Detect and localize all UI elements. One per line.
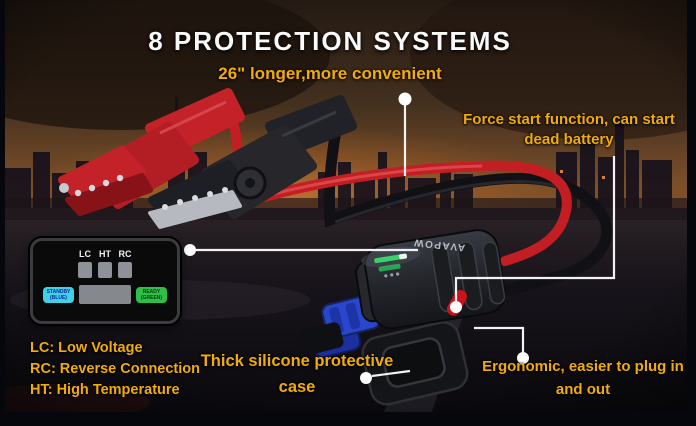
- legend-reverse-connection: RC: Reverse Connection: [30, 361, 201, 377]
- ready-badge-line2: (GREEN): [140, 294, 163, 301]
- status-display-bar: [79, 285, 131, 304]
- callout-ergonomic: Ergonomic, easier to plug in and out: [482, 358, 684, 398]
- callout-silicone-case: Thick silicone protective case: [200, 352, 394, 396]
- legend-high-temperature: HT: High Temperature: [30, 382, 180, 398]
- callout-lines: [184, 92, 616, 384]
- indicator-light-lc: [78, 262, 92, 278]
- callout-line-silicone-case: [360, 369, 411, 384]
- indicator-lights: [33, 262, 177, 278]
- indicator-panel: LC HT RC STANDBY (BLUE) READY (GREEN): [30, 238, 180, 324]
- indicator-labels: LC HT RC: [33, 249, 177, 259]
- indicator-label-ht: HT: [99, 249, 111, 259]
- indicator-light-ht: [98, 262, 112, 278]
- standby-badge-line2: (BLUE): [50, 294, 67, 301]
- indicator-legend: LC: Low Voltage RC: Reverse Connection H…: [30, 338, 200, 401]
- ready-badge: READY (GREEN): [136, 286, 167, 303]
- indicator-label-lc: LC: [79, 249, 91, 259]
- indicator-light-rc: [118, 262, 132, 278]
- main-title: 8 PROTECTION SYSTEMS: [148, 26, 512, 56]
- callout-line-indicator-panel: [184, 244, 418, 256]
- ready-badge-line1: READY: [142, 288, 161, 295]
- callout-force-start: Force start function, can start dead bat…: [463, 111, 675, 149]
- indicator-label-rc: RC: [118, 249, 132, 259]
- panel-status-row: STANDBY (BLUE) READY (GREEN): [33, 285, 177, 304]
- callout-line-cable-length: [398, 92, 412, 176]
- callout-line-ergonomic: [474, 326, 529, 364]
- callout-cable-length: 26" longer,more convenient: [218, 64, 442, 83]
- standby-badge-line1: STANDBY: [46, 288, 71, 295]
- legend-low-voltage: LC: Low Voltage: [30, 340, 143, 356]
- vignette: [5, 0, 687, 412]
- callout-line-force-start: [450, 156, 616, 313]
- standby-badge: STANDBY (BLUE): [43, 286, 74, 303]
